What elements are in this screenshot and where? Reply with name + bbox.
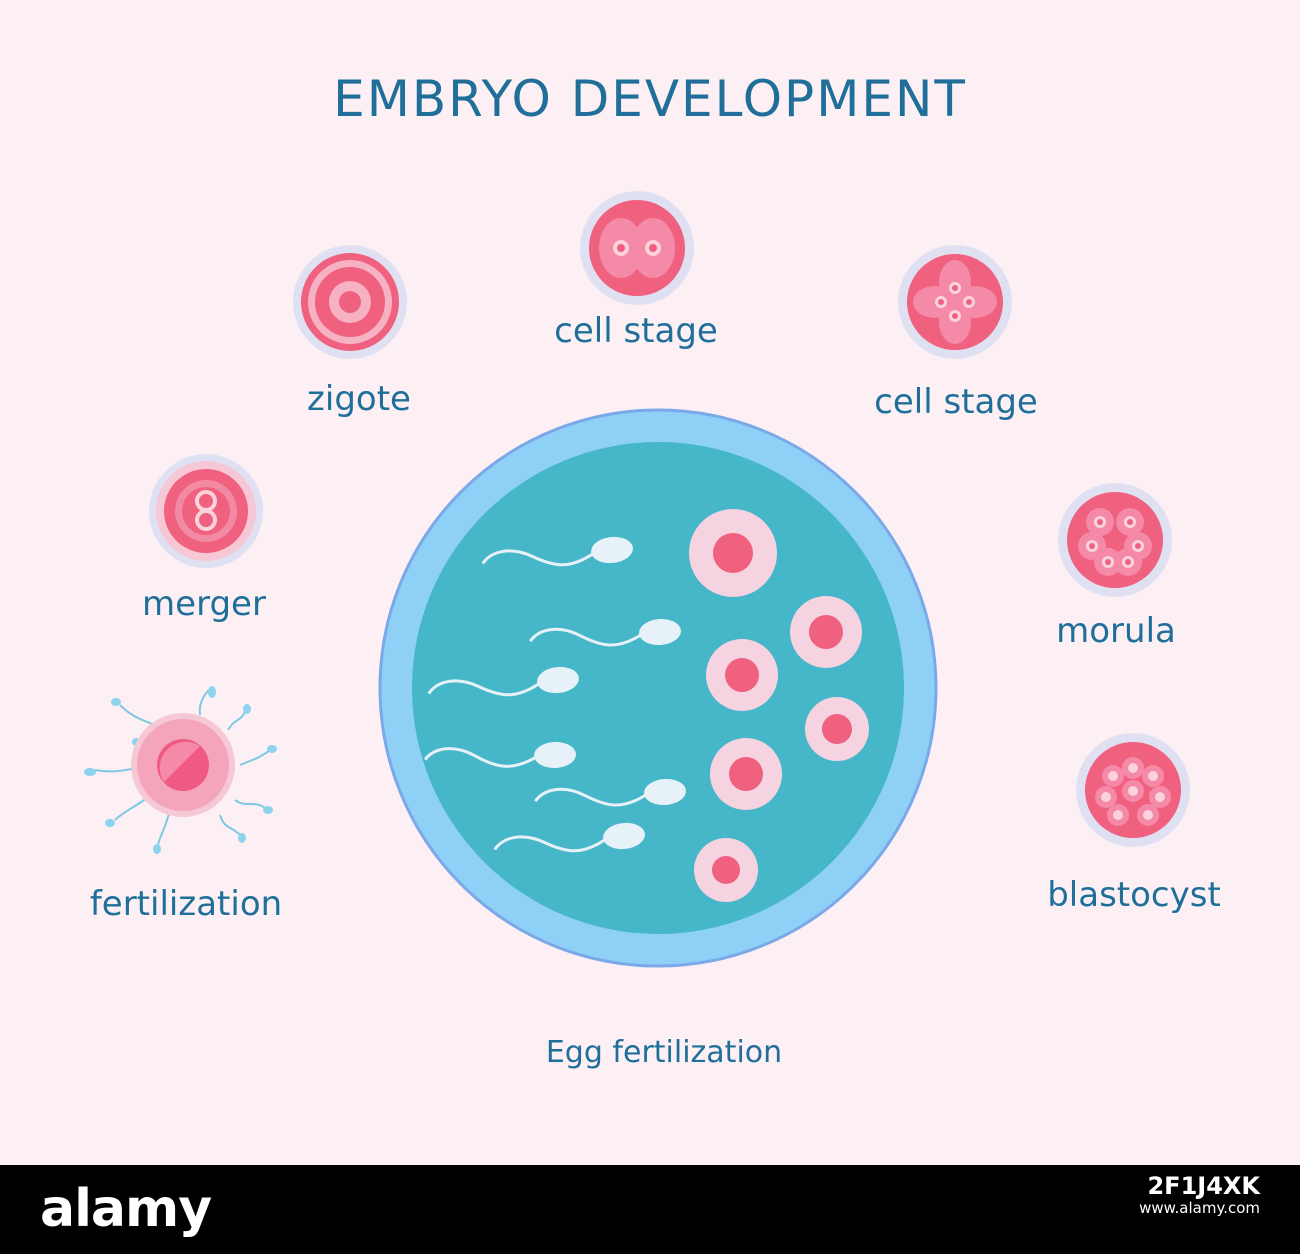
stage-label-merger: merger	[142, 584, 266, 624]
blastocyst-cell-icon	[1076, 733, 1190, 847]
brand-logo: alamy	[40, 1179, 212, 1239]
morula-cell-icon	[1058, 483, 1172, 597]
stage-label-zigote: zigote	[307, 379, 411, 419]
stage-label-fertilization: fertilization	[89, 884, 283, 924]
eggs-in-dish	[689, 509, 869, 902]
merger-cell-icon	[149, 454, 263, 568]
egg-fertilization-dish	[378, 408, 938, 968]
embryo-diagram: EMBRYO DEVELOPMENT	[84, 70, 1221, 1070]
image-id: 2F1J4XK	[1147, 1172, 1260, 1200]
stage-label-blastocyst: blastocyst	[1047, 875, 1221, 915]
stage-label-cell-stage-4: cell stage	[874, 382, 1038, 422]
zigote-cell-icon	[293, 245, 407, 359]
stage-label-cell-stage-2: cell stage	[554, 311, 718, 351]
fertilization-cell-icon	[84, 686, 277, 854]
four-cell-stage-icon	[898, 245, 1012, 359]
diagram-artwork	[84, 191, 1190, 968]
center-caption: Egg fertilization	[545, 1035, 783, 1070]
stock-footer-bar: alamy 2F1J4XK www.alamy.com	[0, 1165, 1300, 1254]
diagram-title: EMBRYO DEVELOPMENT	[333, 70, 967, 128]
two-cell-stage-icon	[580, 191, 694, 305]
site-url: www.alamy.com	[1139, 1199, 1260, 1217]
stage-label-morula: morula	[1056, 611, 1176, 651]
image-id-block: 2F1J4XK www.alamy.com	[1139, 1172, 1260, 1219]
